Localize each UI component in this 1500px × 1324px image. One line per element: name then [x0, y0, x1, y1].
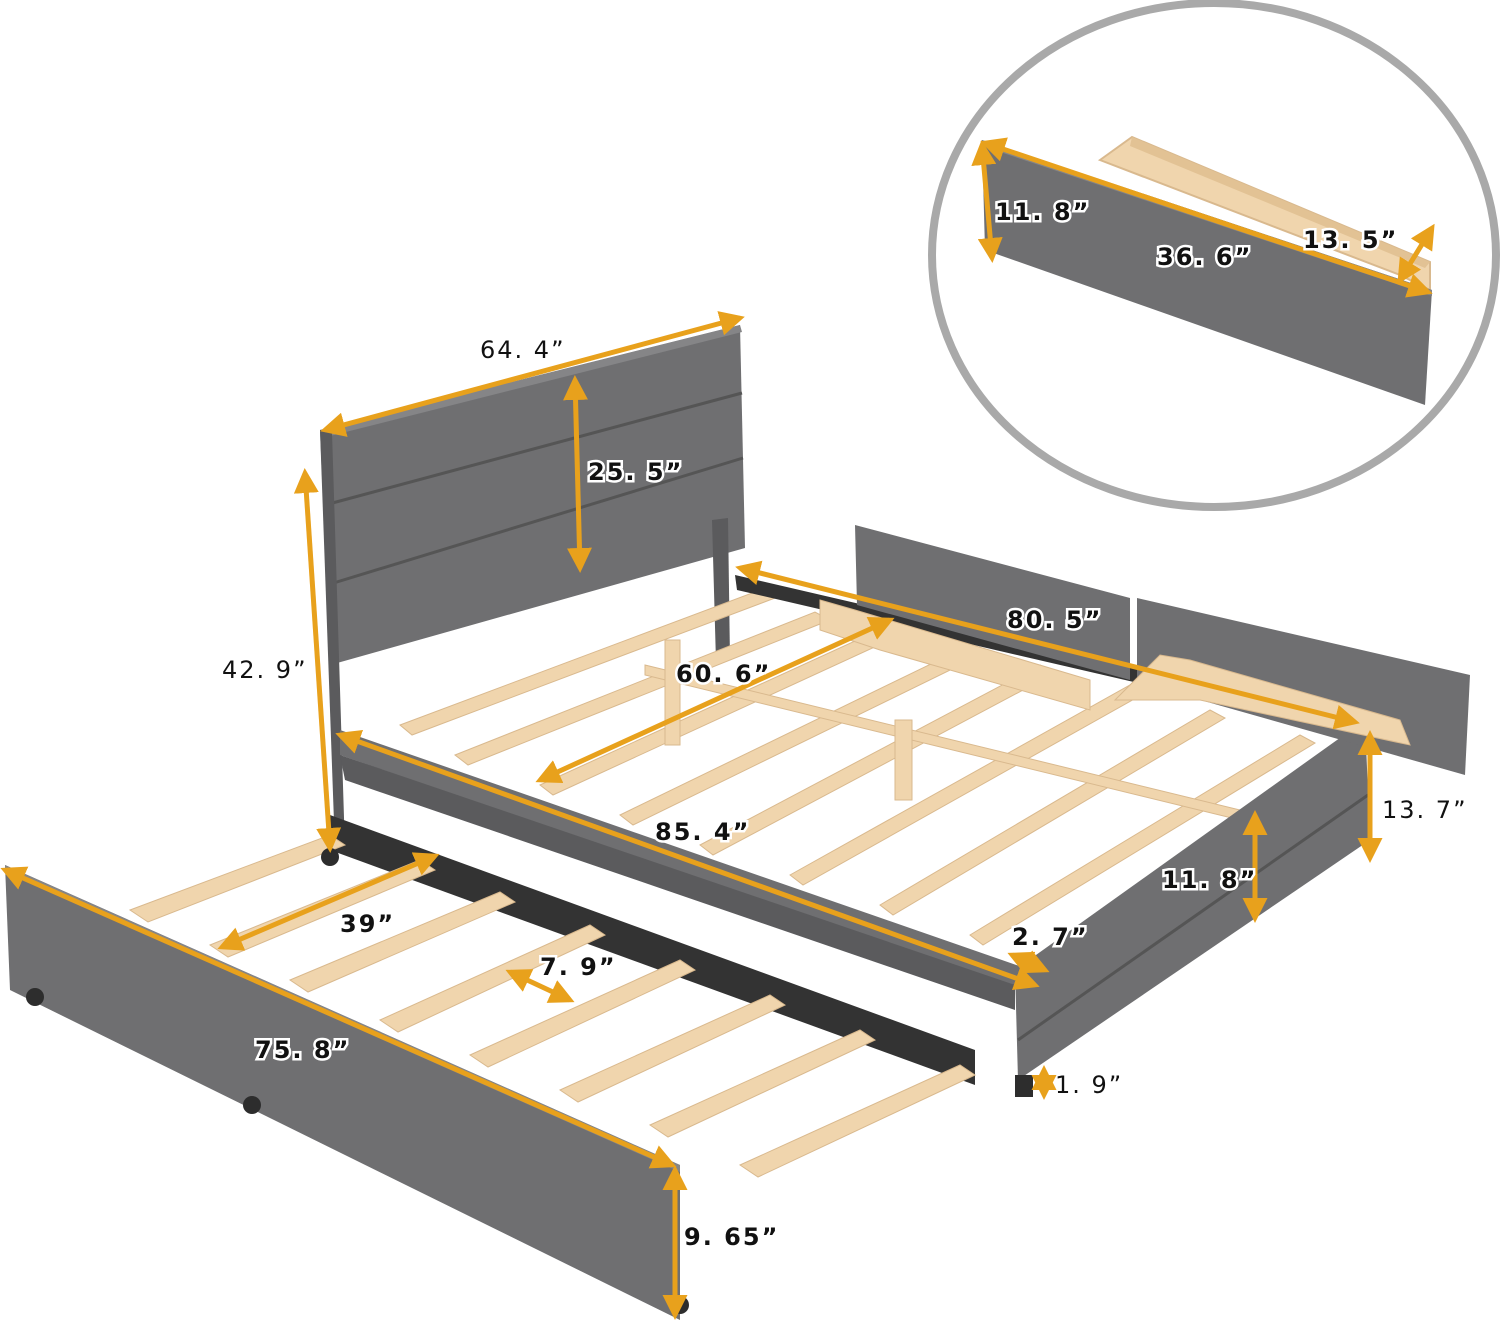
arrow-headboard-height [563, 375, 592, 573]
arrow-rail-thickness [1007, 950, 1050, 975]
label-inset-length: 36. 6” [1157, 243, 1252, 271]
label-overall-height: 42. 9” [222, 656, 308, 684]
arrow-overall-height [293, 468, 342, 853]
label-side-height: 11. 8” [1162, 866, 1257, 894]
trundle [5, 815, 977, 1320]
arrow-frame-length [735, 560, 1360, 730]
label-bed-width: 60. 6” [676, 660, 771, 688]
label-trundle-length: 75. 8” [255, 1036, 350, 1064]
dimension-labels: 64. 4” 25. 5” 42. 9” 60. 6” 80. 5” 85. 4… [222, 196, 1468, 1254]
foot-end-panel [1015, 720, 1370, 1080]
arrow-inset-length [980, 137, 1433, 298]
label-slat-spacing: 7. 9” [540, 953, 617, 981]
label-frame-length: 80. 5” [1007, 606, 1102, 634]
arrow-overall-length [335, 730, 1040, 990]
label-inset-depth: 13. 5” [1303, 226, 1398, 254]
arrow-headboard-width [320, 311, 745, 437]
label-clearance: 1. 9” [1055, 1071, 1123, 1099]
dimension-arrows [0, 137, 1435, 1320]
label-headboard-height: 25. 5” [588, 458, 683, 486]
label-overall-length: 85. 4” [655, 818, 750, 846]
label-rail-thickness: 2. 7” [1012, 923, 1089, 951]
headboard-leg-right [712, 518, 730, 662]
label-headboard-width: 64. 4” [480, 336, 566, 364]
label-trundle-height: 9. 65” [684, 1223, 779, 1251]
arrow-trundle-length [0, 866, 677, 1169]
label-drawer-height: 13. 7” [1382, 796, 1468, 824]
arrow-inset-depth [1397, 223, 1435, 285]
label-trundle-width: 39” [340, 910, 395, 938]
label-inset-height: 11. 8” [995, 198, 1090, 226]
